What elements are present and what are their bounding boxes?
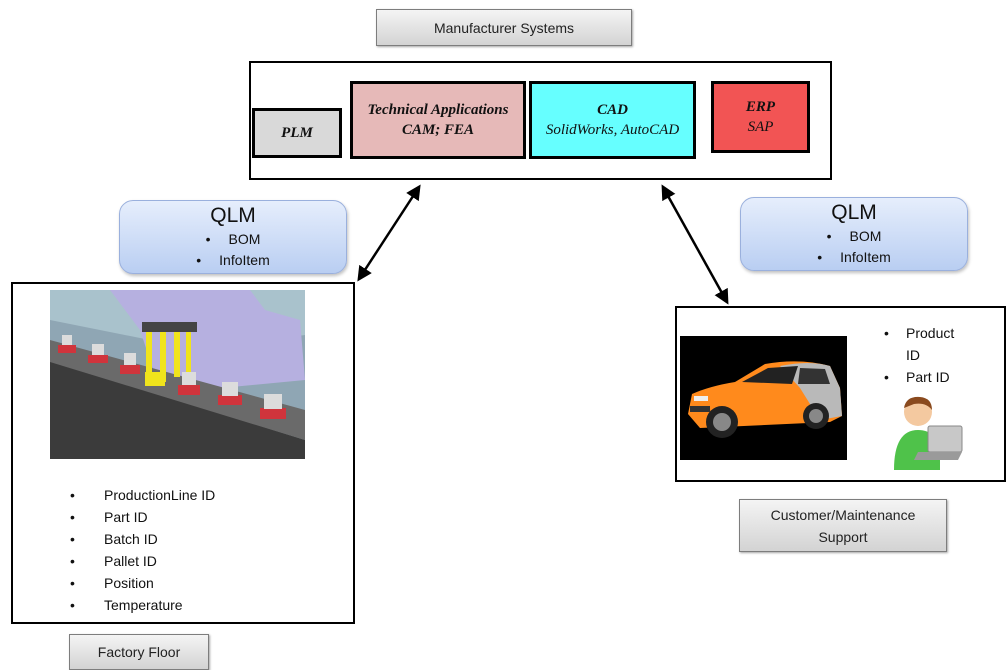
factory-floor-label-text: Factory Floor [97, 644, 181, 660]
customer-maintenance-label: Customer/Maintenance Support [739, 499, 947, 552]
technical-applications-subtitle: CAM; FEA [401, 122, 475, 138]
cad-subtitle: SolidWorks, AutoCAD [545, 122, 680, 138]
factory-floor-list: ProductionLine ID Part ID Batch ID Palle… [70, 484, 340, 616]
qlm-left-box: QLM BOM InfoItem [119, 200, 347, 274]
customer-label-line1: Customer/Maintenance [770, 506, 916, 523]
technical-applications-title: Technical Applications [367, 102, 509, 118]
plm-title: PLM [281, 125, 313, 141]
factory-item: Position [70, 572, 340, 594]
qlm-left-title: QLM [210, 204, 256, 227]
manufacturer-systems-text: Manufacturer Systems [433, 19, 575, 36]
qlm-left-item: InfoItem [120, 250, 346, 271]
customer-item: Part ID [884, 366, 1004, 388]
factory-item: Batch ID [70, 528, 340, 550]
erp-box: ERP SAP [711, 81, 810, 153]
right-bidirectional-arrow [661, 184, 729, 305]
qlm-right-item: InfoItem [741, 247, 967, 268]
factory-item: Part ID [70, 506, 340, 528]
qlm-right-item: BOM [741, 226, 967, 247]
factory-floor-label: Factory Floor [69, 634, 209, 670]
erp-subtitle: SAP [747, 119, 774, 135]
customer-item-id: ID [906, 347, 920, 363]
cad-box: CAD SolidWorks, AutoCAD [529, 81, 696, 159]
cad-title: CAD [597, 102, 628, 118]
erp-title: ERP [745, 99, 776, 115]
qlm-right-box: QLM BOM InfoItem [740, 197, 968, 271]
customer-list: Product ID Part ID [884, 322, 1004, 388]
production-line-image [50, 290, 305, 459]
manufacturer-systems-label: Manufacturer Systems [376, 9, 632, 46]
person-laptop-icon [894, 396, 963, 470]
qlm-right-title: QLM [831, 201, 877, 224]
qlm-left-item: BOM [120, 229, 346, 250]
factory-item: ProductionLine ID [70, 484, 340, 506]
plm-box: PLM [252, 108, 342, 158]
left-bidirectional-arrow [357, 184, 421, 282]
customer-label-line2: Support [818, 528, 868, 545]
customer-item-product: Product [906, 325, 955, 341]
technical-applications-box: Technical Applications CAM; FEA [350, 81, 526, 159]
factory-item: Temperature [70, 594, 340, 616]
customer-item: Product ID [884, 322, 1004, 366]
car-image [680, 336, 847, 460]
factory-item: Pallet ID [70, 550, 340, 572]
